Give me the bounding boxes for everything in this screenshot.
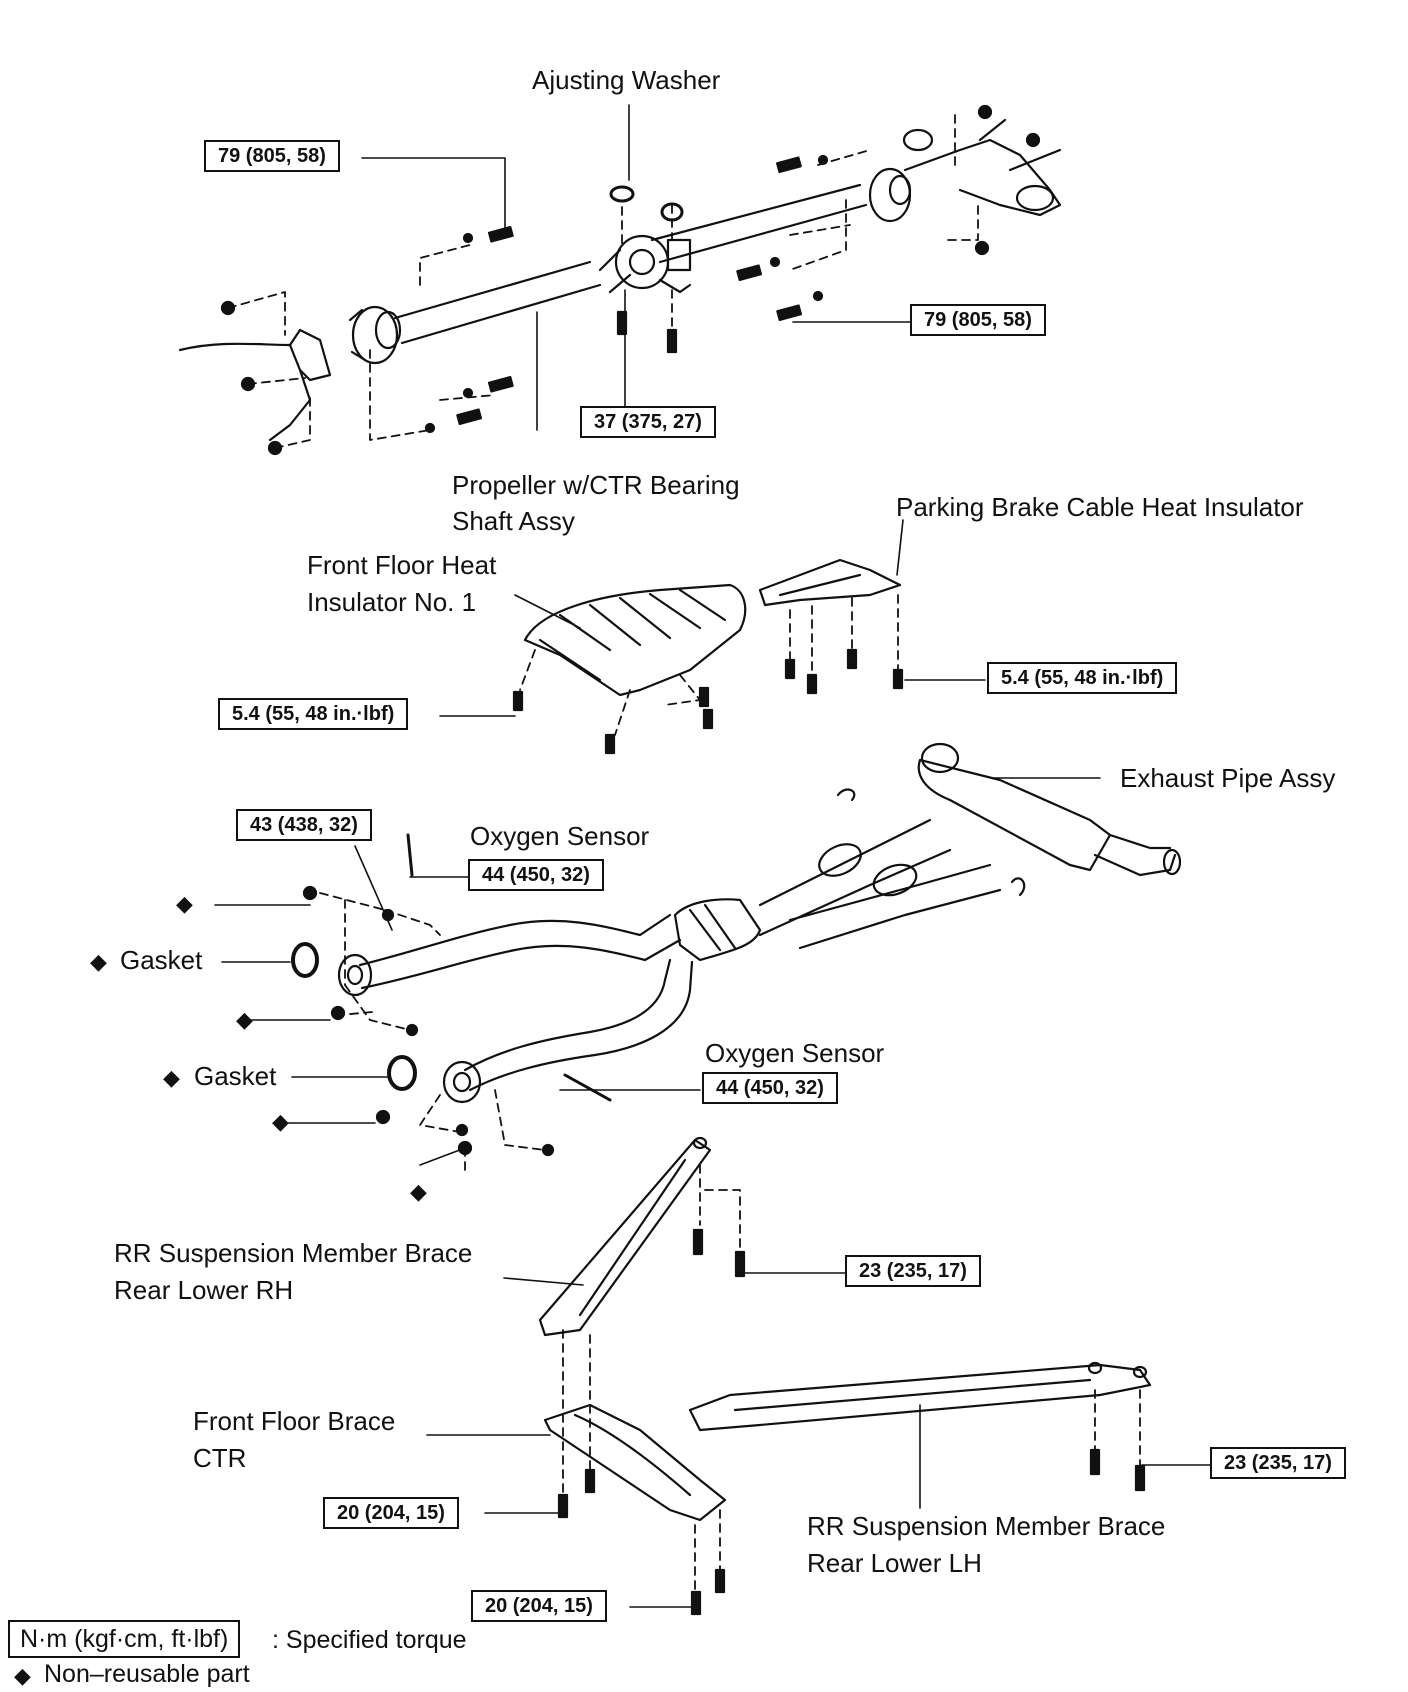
label-parking-brake-insulator: Parking Brake Cable Heat Insulator — [896, 492, 1304, 522]
torque-box-brace-lh: 23 (235, 17) — [1210, 1447, 1346, 1479]
non-reusable-symbol: ◆ — [272, 1109, 289, 1134]
label-front-floor-brace-line1: Front Floor Brace — [193, 1406, 396, 1436]
torque-box-o2-lower: 44 (450, 32) — [702, 1072, 838, 1104]
leader-lines — [214, 104, 1211, 1608]
label-propeller-line2: Shaft Assy — [452, 506, 575, 536]
label-rr-brace-lh-line1: RR Suspension Member Brace — [807, 1511, 1166, 1541]
non-reusable-symbol: ◆ — [163, 1065, 180, 1090]
legend-unit-box: N·m (kgf·cm, ft·lbf) — [8, 1620, 241, 1658]
propeller-guide-lines — [227, 114, 979, 449]
label-rr-brace-rh-line2: Rear Lower RH — [114, 1275, 294, 1305]
label-rr-brace-lh-line2: Rear Lower LH — [807, 1548, 982, 1578]
label-exhaust-pipe: Exhaust Pipe Assy — [1120, 763, 1336, 793]
label-gasket-lower: Gasket — [194, 1061, 277, 1091]
non-reusable-symbol: ◆ — [176, 891, 193, 916]
label-adjusting-washer: Ajusting Washer — [532, 65, 721, 95]
label-gasket-upper: Gasket — [120, 945, 203, 975]
non-reusable-symbol: ◆ — [410, 1179, 427, 1204]
label-front-floor-brace-line2: CTR — [193, 1443, 247, 1473]
legend-unit-desc: : Specified torque — [272, 1626, 467, 1654]
torque-box-insulator-left: 5.4 (55, 48 in.·lbf) — [218, 698, 409, 730]
label-propeller-line1: Propeller w/CTR Bearing — [452, 470, 740, 500]
propeller-shaft-drawing — [178, 118, 1062, 442]
parking-brake-insulator-drawing — [758, 558, 902, 607]
front-floor-heat-insulator-drawing — [523, 583, 747, 697]
label-front-floor-heat-line1: Front Floor Heat — [307, 550, 497, 580]
non-reusable-symbol: ◆ — [90, 949, 107, 974]
torque-box-o2-upper: 44 (450, 32) — [468, 859, 604, 891]
torque-box-prop-left: 79 (805, 58) — [204, 140, 340, 172]
label-rr-brace-rh-line1: RR Suspension Member Brace — [114, 1238, 473, 1268]
gasket-lower — [387, 1055, 417, 1091]
legend-non-reusable-desc: Non–reusable part — [44, 1660, 250, 1688]
propeller-fasteners — [220, 104, 1041, 456]
torque-box-center-bearing: 37 (375, 27) — [580, 406, 716, 438]
exhaust-guide-lines — [319, 892, 546, 1171]
torque-box-brace-rh: 23 (235, 17) — [845, 1255, 981, 1287]
rr-brace-rh-drawing — [538, 1136, 712, 1337]
adjusting-washer — [609, 185, 635, 203]
exhaust-fasteners — [302, 885, 555, 1157]
gasket-upper — [291, 942, 319, 978]
insulator-fasteners — [512, 648, 904, 755]
brace-fasteners — [557, 1228, 1146, 1616]
torque-box-floor-brace-left: 20 (204, 15) — [323, 1497, 459, 1529]
legend-non-reusable-symbol: ◆ — [14, 1663, 31, 1688]
torque-box-prop-right: 79 (805, 58) — [910, 304, 1046, 336]
front-floor-brace-drawing — [543, 1403, 727, 1522]
non-reusable-symbol: ◆ — [236, 1007, 253, 1032]
label-oxygen-sensor-lower: Oxygen Sensor — [705, 1038, 885, 1068]
rr-brace-lh-drawing — [688, 1361, 1152, 1432]
exhaust-pipe-drawing — [291, 742, 1182, 1104]
torque-box-front-flange: 43 (438, 32) — [236, 809, 372, 841]
brace-guide-lines — [562, 1164, 1141, 1596]
label-oxygen-sensor-upper: Oxygen Sensor — [470, 821, 650, 851]
torque-box-insulator-right: 5.4 (55, 48 in.·lbf) — [987, 662, 1178, 694]
label-front-floor-heat-line2: Insulator No. 1 — [307, 587, 477, 617]
torque-box-floor-brace-bottom: 20 (204, 15) — [471, 1590, 607, 1622]
